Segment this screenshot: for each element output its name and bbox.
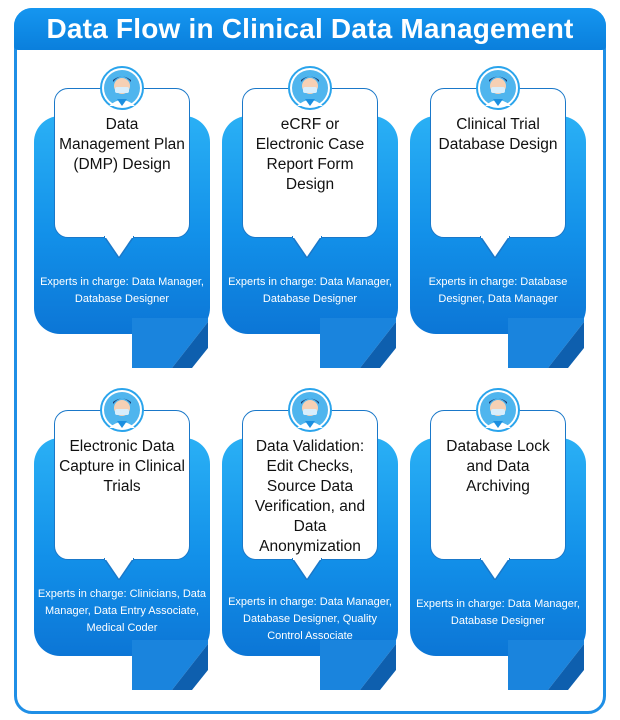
ribbon-flag <box>508 640 584 690</box>
step-card-3: Clinical Trial Database Design Experts i… <box>410 66 586 368</box>
diagram-title: Data Flow in Clinical Data Management <box>46 13 574 44</box>
step-title: eCRF or Electronic Case Report Form Desi… <box>255 116 365 193</box>
step-title: Data Validation: Edit Checks, Source Dat… <box>254 438 366 555</box>
step-bubble: Electronic Data Capture in Clinical Tria… <box>54 410 190 560</box>
bubble-tail <box>104 558 134 580</box>
step-title: Data Management Plan (DMP) Design <box>59 116 185 173</box>
experts-text: Experts in charge: Data Manager, Databas… <box>40 276 204 305</box>
bubble-tail <box>480 558 510 580</box>
doctor-avatar-icon <box>476 66 520 110</box>
experts-text: Experts in charge: Data Manager, Databas… <box>416 598 580 627</box>
step-title: Electronic Data Capture in Clinical Tria… <box>59 438 185 495</box>
step-card-6: Database Lock and Data Archiving Experts… <box>410 388 586 690</box>
ribbon-flag <box>320 318 396 368</box>
title-banner: Data Flow in Clinical Data Management <box>14 8 606 50</box>
step-bubble: Data Management Plan (DMP) Design <box>54 88 190 238</box>
step-bubble: Database Lock and Data Archiving <box>430 410 566 560</box>
doctor-avatar-icon <box>100 388 144 432</box>
bubble-tail <box>292 236 322 258</box>
step-card-1: Data Management Plan (DMP) Design Expert… <box>34 66 210 368</box>
bubble-tail <box>104 236 134 258</box>
experts-text: Experts in charge: Data Manager, Databas… <box>228 596 392 642</box>
ribbon-flag <box>132 640 208 690</box>
doctor-avatar-icon <box>100 66 144 110</box>
step-bubble: eCRF or Electronic Case Report Form Desi… <box>242 88 378 238</box>
ribbon-flag <box>132 318 208 368</box>
step-card-2: eCRF or Electronic Case Report Form Desi… <box>222 66 398 368</box>
doctor-avatar-icon <box>288 66 332 110</box>
experts-text: Experts in charge: Clinicians, Data Mana… <box>37 588 207 634</box>
ribbon-flag <box>508 318 584 368</box>
step-card-4: Electronic Data Capture in Clinical Tria… <box>34 388 210 690</box>
step-title: Database Lock and Data Archiving <box>446 438 550 495</box>
step-bubble: Data Validation: Edit Checks, Source Dat… <box>242 410 378 560</box>
doctor-avatar-icon <box>476 388 520 432</box>
step-title: Clinical Trial Database Design <box>438 116 558 153</box>
experts-text: Experts in charge: Database Designer, Da… <box>428 276 568 305</box>
experts-text: Experts in charge: Data Manager, Databas… <box>228 276 392 305</box>
doctor-avatar-icon <box>288 388 332 432</box>
bubble-tail <box>480 236 510 258</box>
step-card-5: Data Validation: Edit Checks, Source Dat… <box>222 388 398 690</box>
ribbon-flag <box>320 640 396 690</box>
bubble-tail <box>292 558 322 580</box>
step-bubble: Clinical Trial Database Design <box>430 88 566 238</box>
